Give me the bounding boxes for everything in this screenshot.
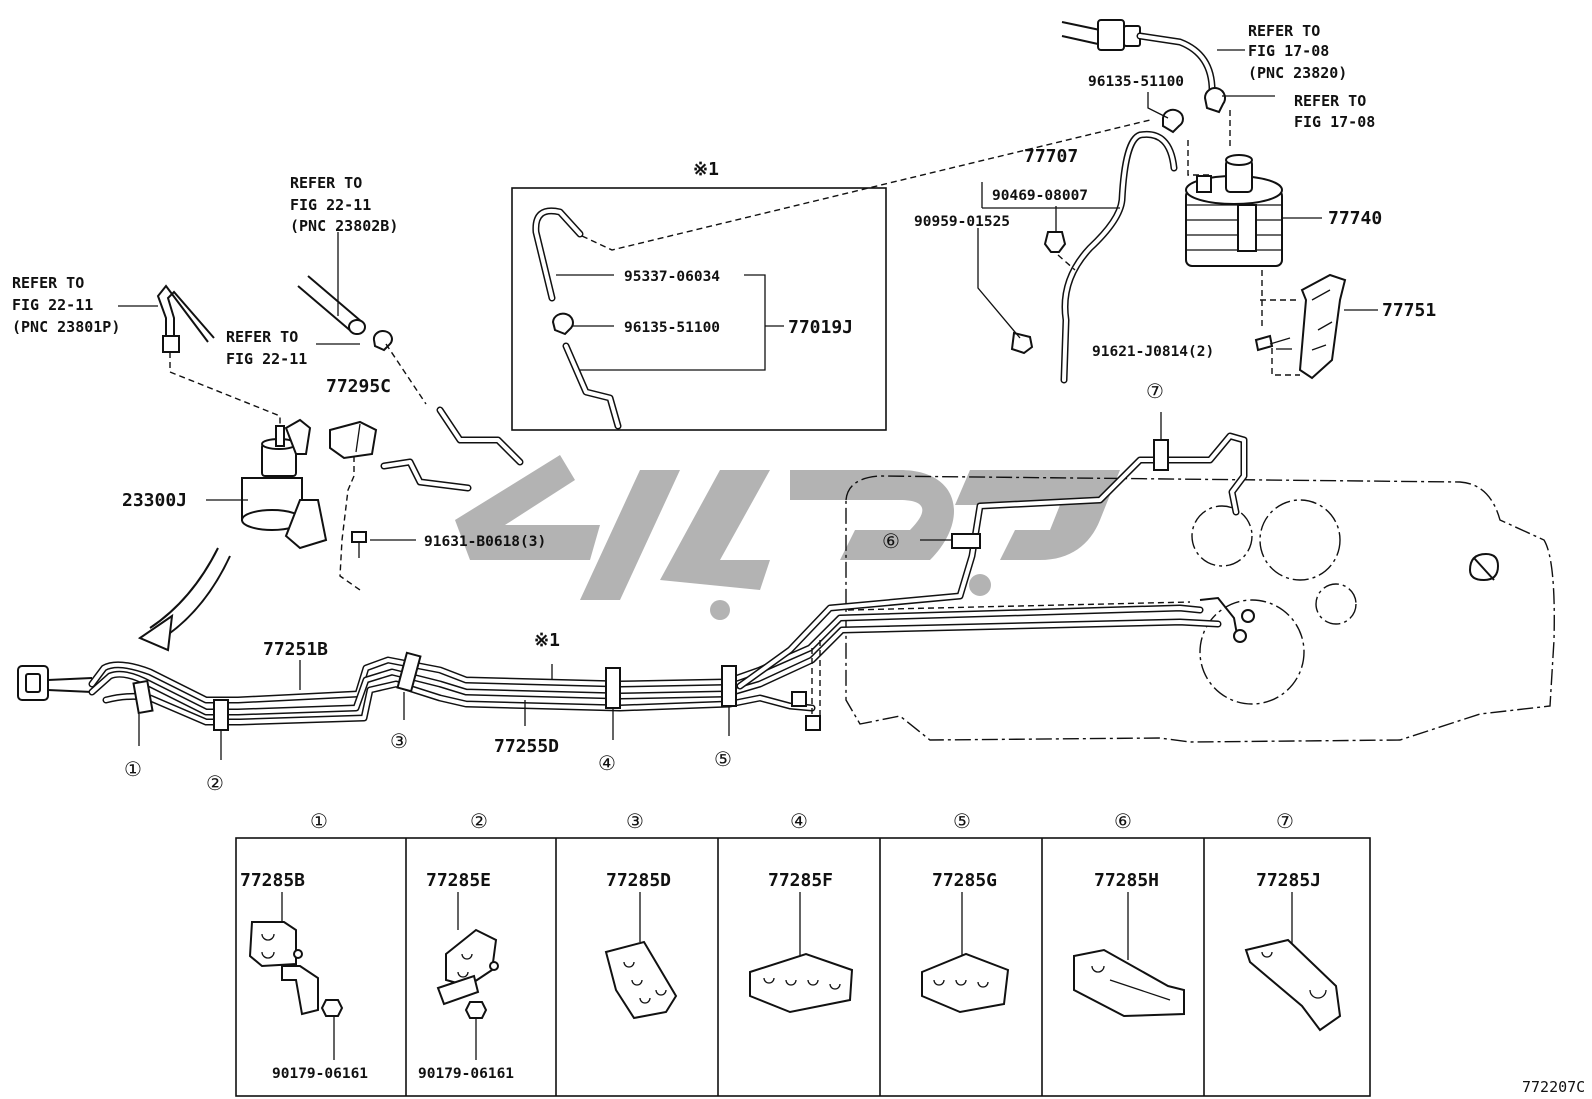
inset-note-mark: ※1 [693,159,719,180]
pn-77285b: 77285B [240,870,305,891]
pn-96135-51100-inset: 96135-51100 [624,320,720,336]
table-header-4: ④ [790,809,808,833]
clamp-table [235,837,1371,1097]
ref-fig-22-11-c-line2: FIG 22-11 [226,350,307,368]
ref-fig-17-08-b-line2: FIG 17-08 [1294,113,1375,131]
pn-77251b: 77251B [263,639,328,660]
callout-1: ① [124,757,142,781]
fuel-tank-outline [845,475,1555,743]
table-header-7: ⑦ [1276,809,1294,833]
clamp-drawings [248,892,1342,1060]
pn-77740: 77740 [1328,208,1382,229]
pn-77285f: 77285F [768,870,833,891]
watermark-logo [455,455,1120,620]
pn-90179-06161-a: 90179-06161 [272,1066,368,1082]
pn-77285e: 77285E [426,870,491,891]
ref-fig-17-08-b-line1: REFER TO [1294,92,1366,110]
pn-77285j: 77285J [1256,870,1321,891]
ref-fig-22-11-b-pnc: (PNC 23801P) [12,318,120,336]
ref-fig-17-08-pnc: (PNC 23820) [1248,64,1347,82]
pn-77285g: 77285G [932,870,997,891]
table-header-2: ② [470,809,488,833]
pn-23300j: 23300J [122,490,187,511]
ref-fig-22-11-b-line2: FIG 22-11 [12,296,93,314]
pn-77707: 77707 [1024,146,1078,167]
pn-91631-b0618: 91631-B0618(3) [424,534,546,550]
ref-fig-17-08-line2: FIG 17-08 [1248,42,1329,60]
callout-5: ⑤ [714,747,732,771]
line-note-mark: ※1 [534,630,560,651]
callout-7: ⑦ [1146,379,1164,403]
table-header-5: ⑤ [953,809,971,833]
table-header-3: ③ [626,809,644,833]
pn-77285h: 77285H [1094,870,1159,891]
pn-77285d: 77285D [606,870,671,891]
pn-77019j: 77019J [788,317,853,338]
ref-fig-17-08-line1: REFER TO [1248,22,1320,40]
ref-fig-22-11-a-line2: FIG 22-11 [290,196,371,214]
pn-90959-01525: 90959-01525 [914,214,1010,230]
ref-fig-22-11-a-line1: REFER TO [290,174,362,192]
callout-4: ④ [598,751,616,775]
pn-90469-08007: 90469-08007 [992,188,1088,204]
ref-fig-22-11-c-line1: REFER TO [226,328,298,346]
pn-96135-51100-top: 96135-51100 [1088,74,1184,90]
callout-3: ③ [390,729,408,753]
pn-77751: 77751 [1382,300,1436,321]
ref-fig-22-11-a-pnc: (PNC 23802B) [290,217,398,235]
pn-77295c: 77295C [326,376,391,397]
pn-77255d: 77255D [494,736,559,757]
table-header-6: ⑥ [1114,809,1132,833]
inset-box-hose-77019j [511,119,1151,431]
pn-91621-j0814: 91621-J0814(2) [1092,344,1214,360]
callout-2: ② [206,771,224,795]
fuel-filter-assembly [118,232,524,652]
callout-6: ⑥ [882,529,900,553]
ref-fig-22-11-b-line1: REFER TO [12,274,84,292]
table-header-1: ① [310,809,328,833]
canister-assembly [977,19,1378,384]
pn-95337-06034: 95337-06034 [624,269,720,285]
fuel-lines [17,412,1255,760]
pn-90179-06161-b: 90179-06161 [418,1066,514,1082]
figure-id: 772207C [1522,1078,1585,1096]
